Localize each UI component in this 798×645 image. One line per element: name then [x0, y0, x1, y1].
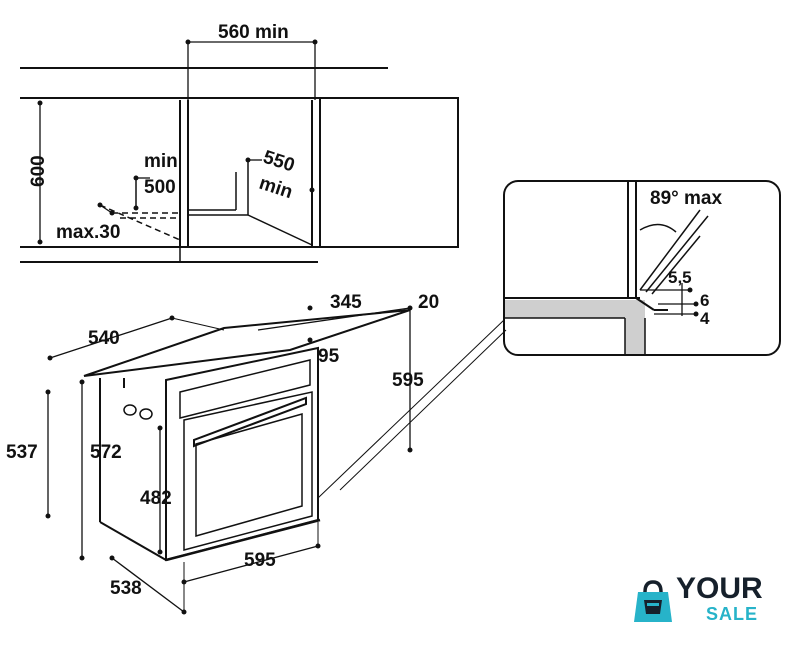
label-89-max: 89° max	[650, 188, 722, 209]
shopping-bag-icon	[634, 580, 672, 622]
label-595-height: 595	[392, 370, 424, 391]
label-20: 20	[418, 292, 439, 313]
cabinet-drawing	[20, 39, 459, 263]
label-depth-550: 550	[260, 147, 297, 177]
oven-drawing	[45, 305, 413, 615]
label-537: 537	[6, 442, 38, 463]
logo-text-sale: SALE	[706, 604, 759, 624]
label-560-min: 560 min	[218, 22, 289, 43]
label-540: 540	[88, 328, 120, 349]
label-5-5: 5,5	[668, 268, 692, 287]
label-opening-500: 500	[144, 177, 176, 198]
label-depth-min: min	[256, 173, 295, 203]
label-95: 95	[318, 346, 340, 367]
label-482: 482	[140, 488, 172, 509]
brand-logo: YOUR SALE	[630, 572, 790, 632]
label-4: 4	[700, 309, 710, 328]
label-345: 345	[330, 292, 362, 313]
logo-text-your: YOUR	[676, 572, 763, 605]
label-600: 600	[28, 155, 49, 187]
label-538: 538	[110, 578, 142, 599]
label-572: 572	[90, 442, 122, 463]
label-6: 6	[700, 291, 709, 310]
detail-drawing	[503, 180, 781, 356]
label-opening-min: min	[144, 151, 178, 172]
label-max30: max.30	[56, 222, 120, 243]
label-595-width: 595	[244, 550, 276, 571]
